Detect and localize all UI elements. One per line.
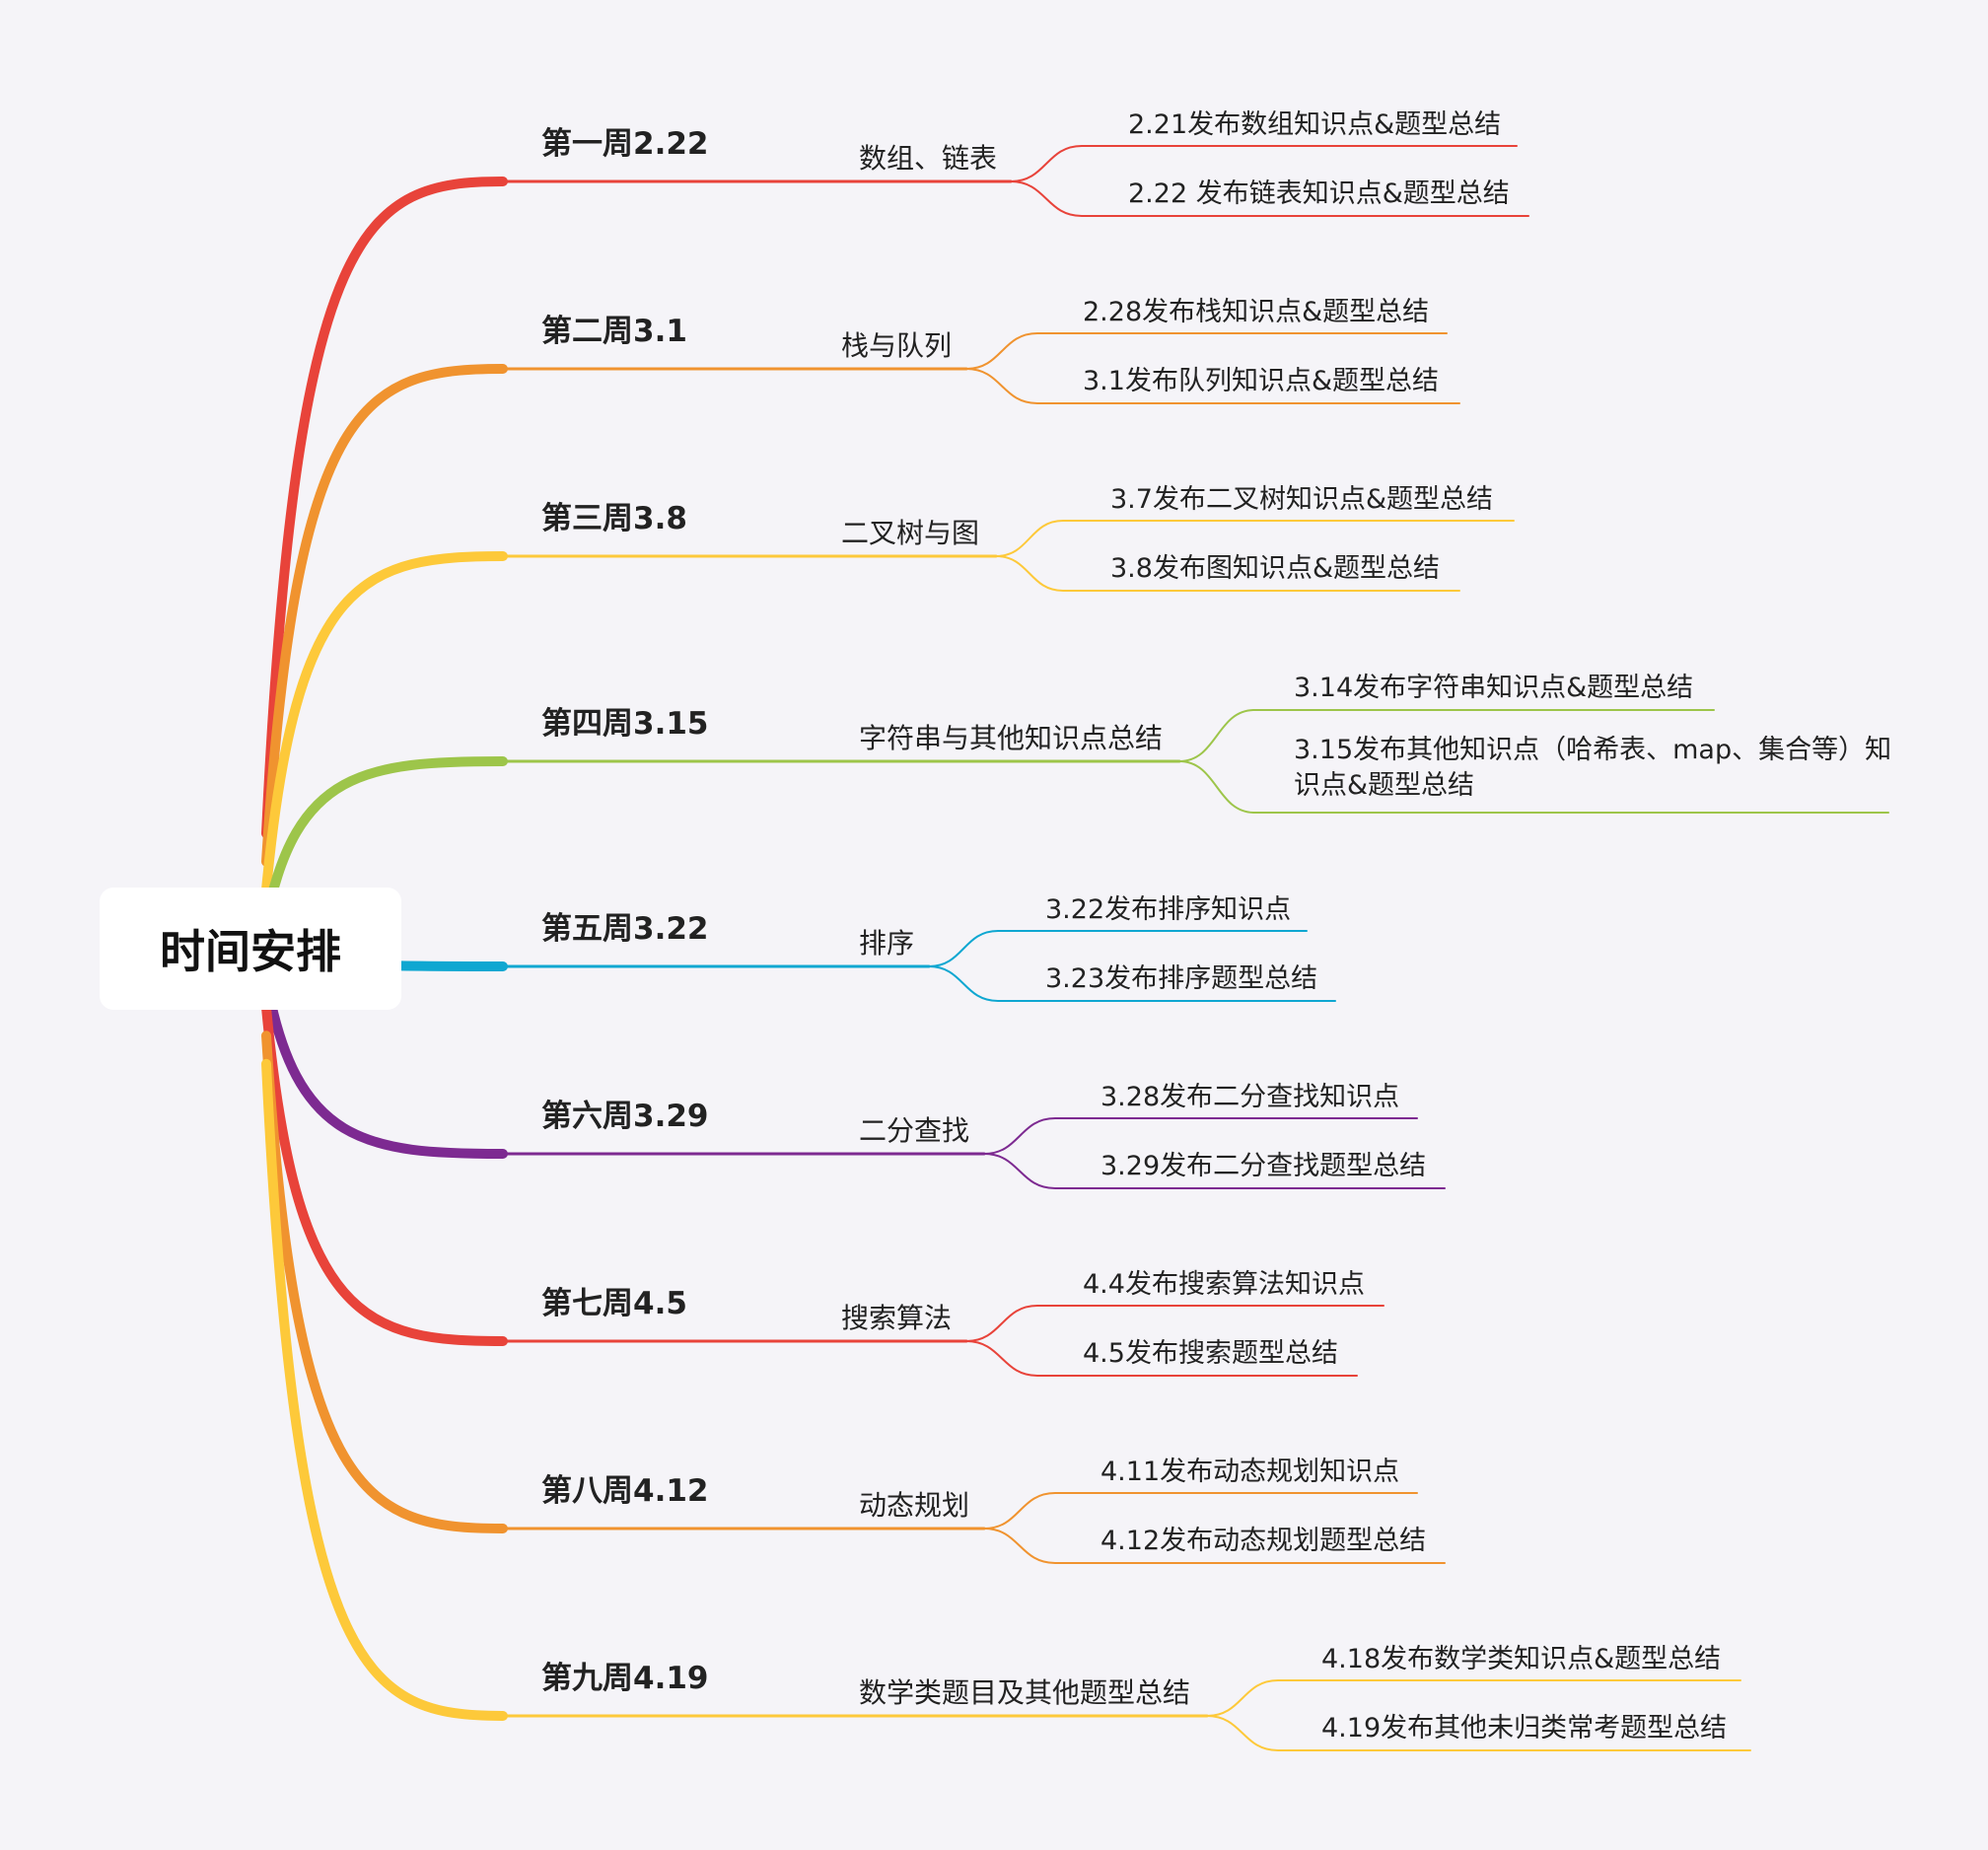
branch-2-main-curve	[261, 364, 508, 867]
branch-9-leaf-1-line	[1206, 1679, 1741, 1717]
branch-9-leaf-2-line	[1206, 1715, 1751, 1751]
branch-3-leaf-2[interactable]: 3.8发布图知识点&题型总结	[1110, 553, 1440, 584]
root-node[interactable]: 时间安排	[100, 888, 401, 1010]
branch-4-main-curve	[261, 756, 508, 926]
branch-2-leaf-2[interactable]: 3.1发布队列知识点&题型总结	[1083, 366, 1439, 396]
branch-8-leaf-2[interactable]: 4.12发布动态规划题型总结	[1100, 1526, 1427, 1556]
branch-2-leaf-1[interactable]: 2.28发布栈知识点&题型总结	[1083, 297, 1430, 327]
branch-1-week[interactable]: 第一周2.22	[541, 126, 709, 162]
branch-8-leaf-2-line	[983, 1528, 1446, 1564]
branch-7-leaf-2[interactable]: 4.5发布搜索题型总结	[1083, 1338, 1338, 1369]
branch-2-leaf-1-line	[965, 332, 1448, 370]
branch-9-topic[interactable]: 数学类题目及其他题型总结	[859, 1676, 1191, 1709]
branch-1-leaf-1-line	[1010, 145, 1518, 182]
branch-1-leaf-2-line	[1010, 180, 1529, 217]
branch-6-leaf-2[interactable]: 3.29发布二分查找题型总结	[1100, 1151, 1427, 1181]
branch-2-week[interactable]: 第二周3.1	[541, 314, 687, 349]
branch-3-main-curve	[261, 551, 508, 895]
branch-6-leaf-1[interactable]: 3.28发布二分查找知识点	[1100, 1082, 1400, 1112]
branch-9-leaf-2[interactable]: 4.19发布其他未归类常考题型总结	[1321, 1713, 1728, 1743]
branch-7-leaf-1[interactable]: 4.4发布搜索算法知识点	[1083, 1269, 1365, 1300]
branch-4-week[interactable]: 第四周3.15	[541, 706, 709, 742]
branch-1-main-curve	[261, 177, 508, 839]
branch-4-topic[interactable]: 字符串与其他知识点总结	[859, 722, 1164, 754]
branch-8-main-curve	[261, 1031, 508, 1533]
branch-8-topic[interactable]: 动态规划	[859, 1489, 970, 1522]
branch-6-topic[interactable]: 二分查找	[859, 1114, 970, 1147]
branch-5-leaf-2-line	[928, 965, 1336, 1002]
branch-3-topic[interactable]: 二叉树与图	[841, 517, 980, 549]
branch-3-leaf-1[interactable]: 3.7发布二叉树知识点&题型总结	[1110, 484, 1493, 515]
branch-7-week[interactable]: 第七周4.5	[541, 1286, 687, 1321]
branch-4-leaf-1-line	[1178, 709, 1715, 762]
root-label: 时间安排	[160, 925, 341, 978]
branch-3-leaf-1-line	[995, 520, 1515, 557]
branch-1-leaf-1[interactable]: 2.21发布数组知识点&题型总结	[1128, 109, 1502, 140]
branch-5-week[interactable]: 第五周3.22	[541, 911, 709, 947]
branch-5-leaf-1[interactable]: 3.22发布排序知识点	[1045, 894, 1292, 925]
branch-7-leaf-1-line	[965, 1305, 1384, 1342]
branch-5-leaf-2[interactable]: 3.23发布排序题型总结	[1045, 963, 1318, 994]
branch-2-topic[interactable]: 栈与队列	[841, 329, 953, 362]
branch-5-leaf-1-line	[928, 930, 1308, 967]
branch-3-leaf-2-line	[995, 555, 1460, 592]
branch-8-leaf-1[interactable]: 4.11发布动态规划知识点	[1100, 1457, 1400, 1487]
branch-4-leaf-2[interactable]: 3.15发布其他知识点（哈希表、map、集合等）知识点&题型总结	[1294, 735, 1892, 801]
branch-6-leaf-1-line	[983, 1117, 1418, 1155]
branch-9-leaf-1[interactable]: 4.18发布数学类知识点&题型总结	[1321, 1644, 1722, 1674]
branch-9-week[interactable]: 第九周4.19	[541, 1661, 709, 1696]
branch-1-leaf-2[interactable]: 2.22 发布链表知识点&题型总结	[1128, 178, 1510, 209]
branch-6-leaf-2-line	[983, 1153, 1446, 1189]
branch-2-leaf-2-line	[965, 368, 1460, 404]
branch-8-week[interactable]: 第八周4.12	[541, 1473, 709, 1509]
branch-9-main-curve	[261, 1058, 508, 1721]
branch-7-topic[interactable]: 搜索算法	[841, 1302, 953, 1334]
branch-7-leaf-2-line	[965, 1340, 1358, 1377]
branch-4-leaf-1[interactable]: 3.14发布字符串知识点&题型总结	[1294, 673, 1694, 703]
branch-6-main-curve	[261, 974, 508, 1159]
branch-7-main-curve	[261, 1002, 508, 1346]
branch-5-topic[interactable]: 排序	[859, 927, 915, 960]
branch-1-topic[interactable]: 数组、链表	[859, 142, 998, 175]
branch-8-leaf-1-line	[983, 1492, 1418, 1530]
branch-4-leaf-2-line	[1178, 760, 1889, 814]
branch-6-week[interactable]: 第六周3.29	[541, 1099, 709, 1134]
branch-3-week[interactable]: 第三周3.8	[541, 501, 687, 536]
